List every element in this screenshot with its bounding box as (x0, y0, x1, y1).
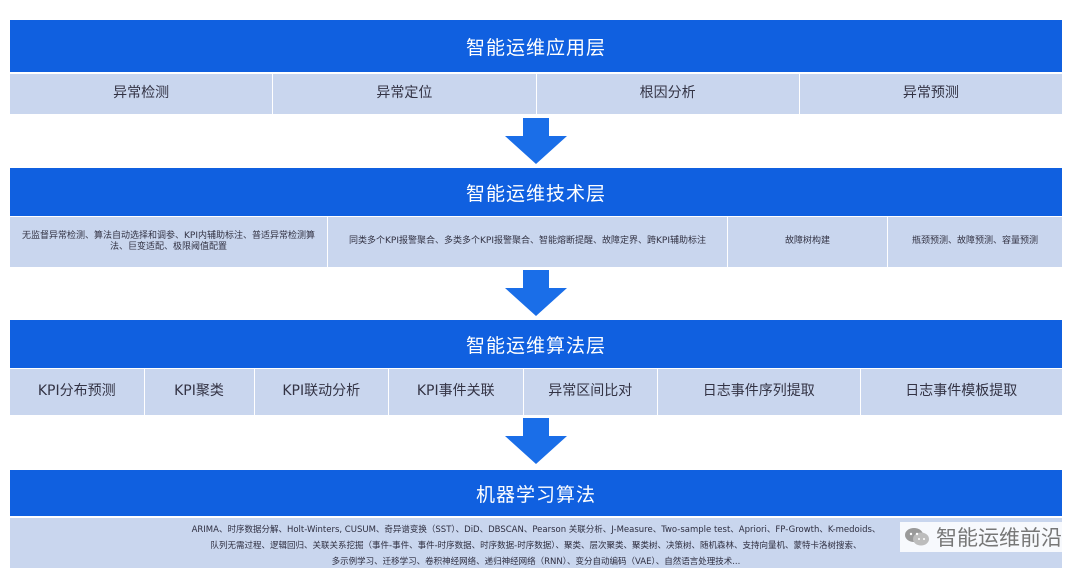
algo-item-kpi-distribution: KPI分布预测 (10, 369, 145, 415)
tech-item-alert-aggregation: 同类多个KPI报警聚合、多类多个KPI报警聚合、智能熔断提醒、故障定界、跨KPI… (328, 217, 728, 267)
tech-item-anomaly-detection: 无监督异常检测、算法自动选择和调参、KPI内辅助标注、普适异常检测算法、巨变适配… (10, 217, 328, 267)
app-item-root-cause-analysis: 根因分析 (537, 74, 800, 114)
app-item-anomaly-detection: 异常检测 (10, 74, 274, 114)
algorithm-layer-items: KPI分布预测 KPI聚类 KPI联动分析 KPI事件关联 异常区间比对 日志事… (10, 369, 1062, 415)
algo-item-kpi-event-correlation: KPI事件关联 (389, 369, 524, 415)
ml-algorithm-list: ARIMA、时序数据分解、Holt-Winters, CUSUM、奇异谱变换（S… (10, 518, 1062, 568)
application-layer-items: 异常检测 异常定位 根因分析 异常预测 (10, 74, 1062, 114)
down-arrow-icon (503, 270, 569, 316)
watermark: 智能运维前沿 (900, 522, 1068, 552)
algo-item-log-template: 日志事件模板提取 (905, 383, 1018, 400)
down-arrow-icon (503, 418, 569, 464)
app-item-anomaly-prediction: 异常预测 (902, 85, 959, 102)
down-arrow-icon (503, 118, 569, 164)
technology-layer-title: 智能运维技术层 (10, 168, 1062, 216)
algo-item-kpi-clustering: KPI聚类 (145, 369, 255, 415)
ml-line: ARIMA、时序数据分解、Holt-Winters, CUSUM、奇异谱变换（S… (191, 525, 881, 535)
ml-layer-title: 机器学习算法 (10, 470, 1062, 516)
technology-layer-items: 无监督异常检测、算法自动选择和调参、KPI内辅助标注、普适异常检测算法、巨变适配… (10, 217, 1062, 267)
ml-line: 队列无需过程、逻辑回归、关联关系挖掘（事件-事件、事件-时序数据、时序数据-时序… (210, 541, 862, 551)
algo-item-anomaly-interval: 异常区间比对 (524, 369, 658, 415)
app-item-anomaly-localization: 异常定位 (273, 74, 537, 114)
application-layer-title: 智能运维应用层 (10, 20, 1062, 72)
watermark-text: 智能运维前沿 (936, 526, 1062, 550)
algo-item-log-sequence: 日志事件序列提取 (658, 369, 861, 415)
tech-item-prediction: 瓶颈预测、故障预测、容量预测 (911, 236, 1038, 247)
algo-item-kpi-linkage: KPI联动分析 (255, 369, 389, 415)
ml-line: 多示例学习、迁移学习、卷积神经网络、递归神经网络（RNN）、变分自动编码（VAE… (331, 557, 741, 567)
algorithm-layer-title: 智能运维算法层 (10, 320, 1062, 368)
tech-item-fault-tree: 故障树构建 (728, 217, 888, 267)
wechat-icon (905, 528, 929, 546)
